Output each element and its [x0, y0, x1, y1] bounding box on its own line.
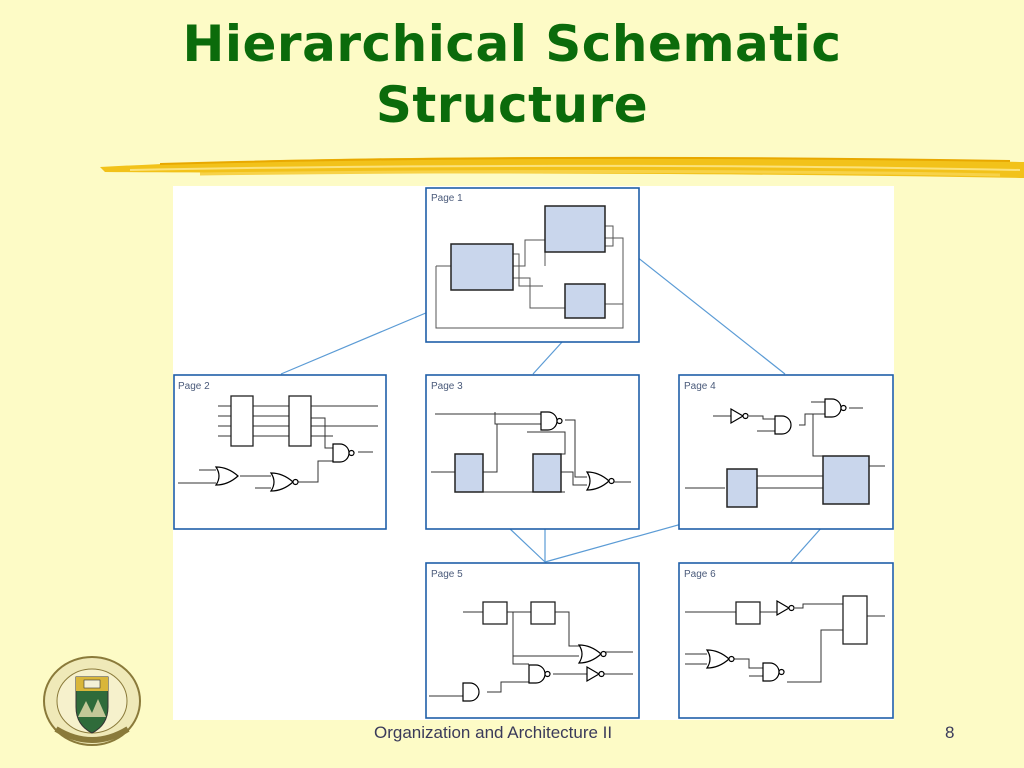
page-label: Page 5	[431, 569, 463, 580]
page-label: Page 1	[431, 193, 463, 204]
page-4-block-large	[822, 455, 870, 505]
page-label: Page 4	[684, 381, 716, 392]
page-3-block-b	[532, 453, 562, 493]
page-6-box	[735, 601, 761, 625]
page-6: Page 6	[678, 562, 894, 719]
page-4: Page 4	[678, 374, 894, 530]
page-5-box-a	[482, 601, 508, 625]
title-line-2: Structure	[375, 76, 649, 134]
title-line-1: Hierarchical Schematic	[182, 15, 842, 73]
hierarchy-diagram: Page 1 Page 2	[173, 186, 894, 720]
page-6-register	[842, 595, 868, 645]
page-3-block-a	[454, 453, 484, 493]
connector-page1-page4	[612, 237, 786, 375]
footer-course-title: Organization and Architecture II	[374, 723, 613, 742]
brush-stroke-divider	[100, 156, 1024, 178]
slide-title: Hierarchical Schematic Structure	[0, 14, 1024, 136]
page-2-register-a	[230, 395, 254, 447]
page-3: Page 3	[425, 374, 640, 530]
page-5-box-b	[530, 601, 556, 625]
and-gate	[774, 415, 792, 435]
and-gate	[462, 682, 480, 702]
page-label: Page 3	[431, 381, 463, 392]
page-2: Page 2	[173, 374, 387, 530]
page-4-block-small	[726, 468, 758, 508]
page-1: Page 1	[425, 187, 640, 343]
page-5: Page 5	[425, 562, 640, 719]
page-1-block-left	[450, 243, 514, 291]
university-crest-logo	[43, 656, 141, 746]
page-1-block-small	[564, 283, 606, 319]
page-1-block-top	[544, 205, 606, 253]
page-2-register-b	[288, 395, 312, 447]
slide-page-number: 8	[945, 723, 955, 742]
page-label: Page 2	[178, 381, 210, 392]
page-label: Page 6	[684, 569, 716, 580]
